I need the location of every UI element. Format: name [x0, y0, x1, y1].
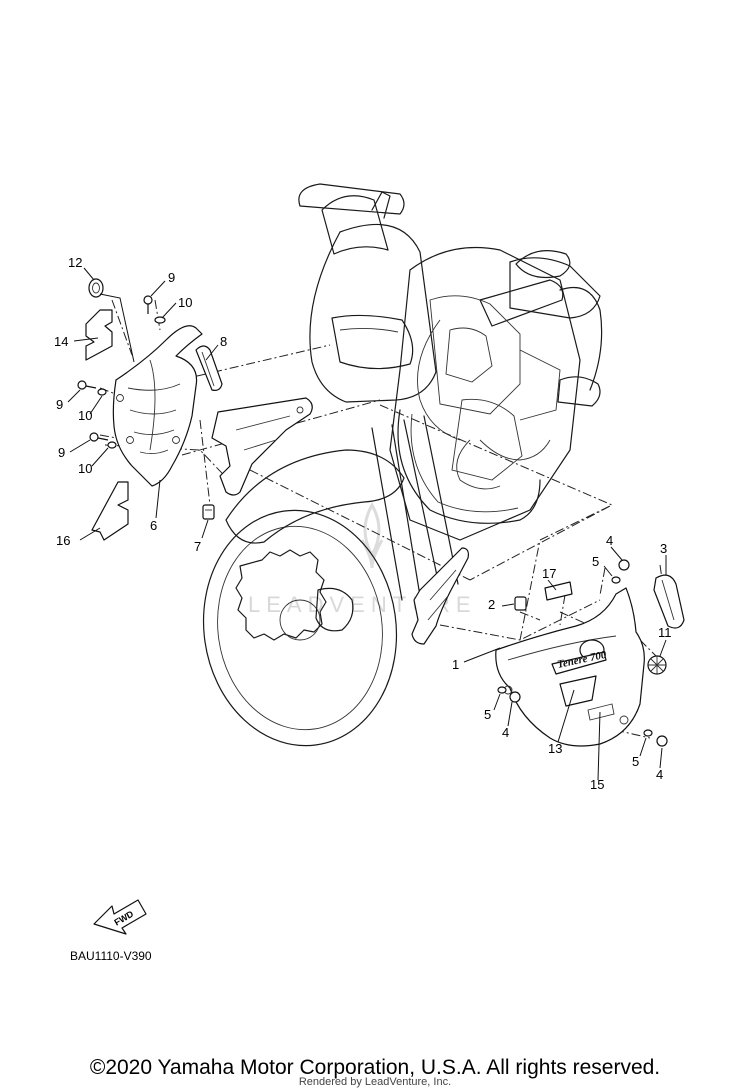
callout-10c: 10 [78, 461, 92, 476]
part-1-right-side-cover: Tenere 700 [495, 587, 645, 747]
part-2-nut [514, 596, 527, 611]
callout-5c: 5 [632, 754, 639, 769]
diagram-code: BAU1110-V390 [70, 949, 152, 963]
render-credit: Rendered by LeadVenture, Inc. [298, 1076, 452, 1088]
callout-4b: 4 [502, 725, 509, 740]
callout-14: 14 [54, 334, 68, 349]
callout-15: 15 [590, 777, 604, 792]
callout-16: 16 [56, 533, 70, 548]
callout-10a: 10 [178, 295, 192, 310]
callouts: 12 9 10 14 8 9 10 9 10 6 16 7 4 5 3 17 2… [54, 255, 672, 792]
copyright-notice: ©2020 Yamaha Motor Corporation, U.S.A. A… [89, 1056, 661, 1079]
part-3-pad [653, 574, 685, 629]
leader-lines [67, 267, 667, 781]
callout-4a: 4 [606, 533, 613, 548]
callout-4c: 4 [656, 767, 663, 782]
callout-9b: 9 [56, 397, 63, 412]
part-14-label [85, 309, 113, 361]
callout-10b: 10 [78, 408, 92, 423]
callout-9a: 9 [168, 270, 175, 285]
callout-7: 7 [194, 539, 201, 554]
part-7-clip [202, 504, 215, 520]
callout-5a: 5 [592, 554, 599, 569]
part-17-label [544, 581, 573, 601]
callout-12: 12 [68, 255, 82, 270]
callout-8: 8 [220, 334, 227, 349]
callout-17: 17 [542, 566, 556, 581]
part-6-left-side-cover [112, 325, 203, 487]
left-bracket [211, 397, 313, 496]
callout-11: 11 [658, 625, 672, 640]
bolts-washers-right [497, 559, 668, 747]
callout-2: 2 [488, 597, 495, 612]
fwd-arrow: FWD [93, 899, 147, 935]
callout-9c: 9 [58, 445, 65, 460]
bolts-washers-left [77, 295, 166, 449]
part-8-pad [195, 345, 223, 391]
part-16-label [91, 481, 129, 541]
callout-3: 3 [660, 541, 667, 556]
callout-13: 13 [548, 741, 562, 756]
callout-5b: 5 [484, 707, 491, 722]
part-12-grommet [88, 278, 104, 298]
right-bracket [411, 547, 469, 645]
part-11-cap [647, 655, 667, 675]
motorcycle-outline [202, 183, 603, 747]
callout-6: 6 [150, 518, 157, 533]
callout-1: 1 [452, 657, 459, 672]
